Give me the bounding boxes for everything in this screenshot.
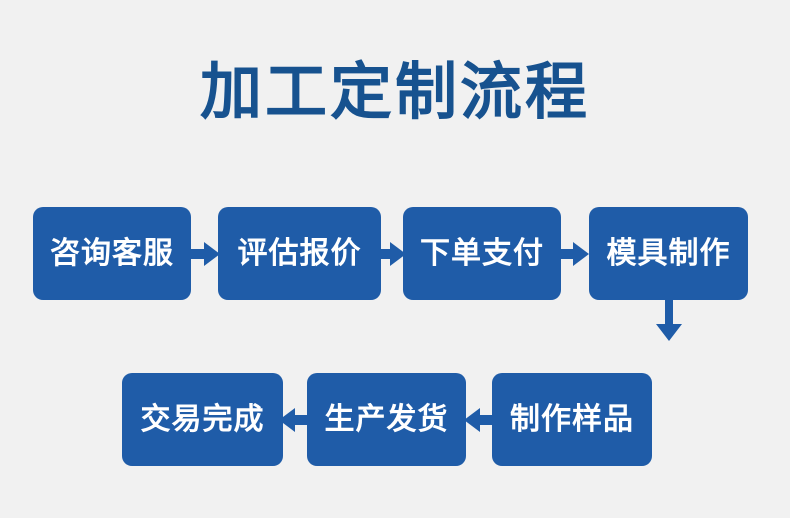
step-box-transaction-complete[interactable]: 交易完成: [122, 373, 283, 466]
step-label: 制作样品: [510, 402, 634, 436]
arrow-down-icon: [651, 298, 687, 342]
step-box-consult-service[interactable]: 咨询客服: [33, 207, 191, 300]
page-title: 加工定制流程: [199, 58, 590, 127]
arrow-right-icon: [558, 238, 590, 270]
step-label: 生产发货: [324, 402, 449, 436]
step-box-evaluate-quote[interactable]: 评估报价: [218, 207, 381, 300]
step-label: 下单支付: [420, 236, 544, 270]
step-box-mold-making[interactable]: 模具制作: [589, 207, 748, 300]
arrow-left-icon: [463, 404, 495, 436]
arrow-right-icon: [189, 238, 221, 270]
step-label: 交易完成: [140, 402, 265, 436]
arrow-left-icon: [278, 404, 310, 436]
arrow-right-icon: [375, 238, 407, 270]
step-box-place-order-pay[interactable]: 下单支付: [403, 207, 561, 300]
step-label: 评估报价: [237, 236, 362, 270]
step-label: 模具制作: [606, 236, 731, 270]
step-label: 咨询客服: [50, 236, 174, 270]
step-box-make-sample[interactable]: 制作样品: [492, 373, 652, 466]
step-box-produce-ship[interactable]: 生产发货: [307, 373, 466, 466]
